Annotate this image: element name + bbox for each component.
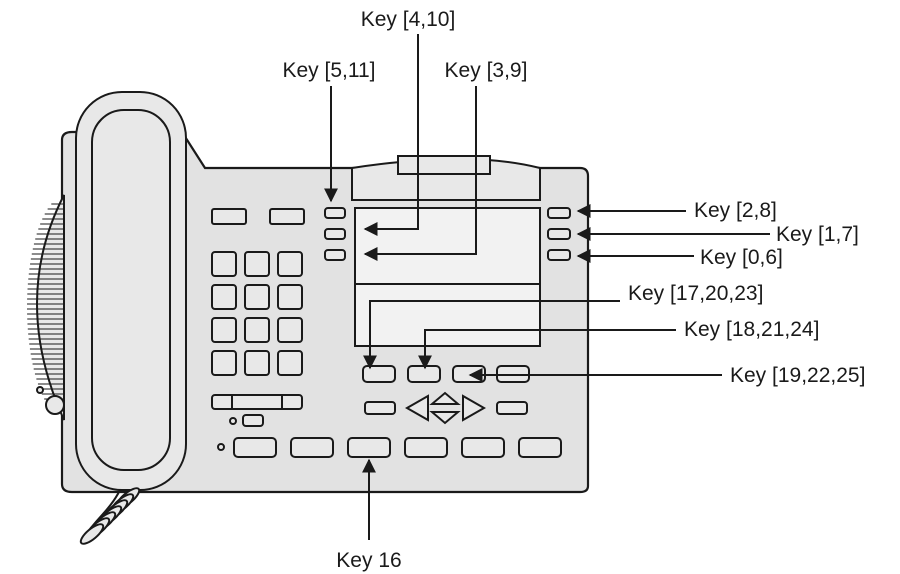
dial-key[interactable] xyxy=(277,350,303,376)
bottom-key-row[interactable] xyxy=(233,437,562,458)
handset-cord xyxy=(79,487,141,545)
nav-arrow-left[interactable] xyxy=(404,394,429,422)
label-key-5-11: Key [5,11] xyxy=(282,59,375,82)
line-key-3-9[interactable] xyxy=(324,249,346,261)
line-key-2-8[interactable] xyxy=(547,207,571,219)
display-screen xyxy=(354,207,541,347)
dial-key[interactable] xyxy=(211,251,237,277)
bottom-function-key[interactable] xyxy=(518,437,562,458)
nav-left-key[interactable] xyxy=(364,401,396,415)
indicator-dot xyxy=(45,395,65,415)
nav-arrow-down[interactable] xyxy=(429,411,461,425)
indicator-dot-small xyxy=(36,386,44,394)
dial-key[interactable] xyxy=(277,317,303,343)
dial-key[interactable] xyxy=(244,350,270,376)
handset xyxy=(75,91,187,536)
label-key-0-6: Key [0,6] xyxy=(700,246,783,269)
bottom-function-key[interactable] xyxy=(404,437,448,458)
soft-key-1[interactable] xyxy=(362,365,396,383)
volume-bar[interactable] xyxy=(211,394,303,410)
label-key-2-8: Key [2,8] xyxy=(694,199,777,222)
label-key-18-21-24: Key [18,21,24] xyxy=(684,318,819,341)
dial-key[interactable] xyxy=(244,284,270,310)
label-key-3-9: Key [3,9] xyxy=(445,59,528,82)
bottom-function-key[interactable] xyxy=(461,437,505,458)
cord-coil xyxy=(79,523,105,545)
dial-key[interactable] xyxy=(277,251,303,277)
bottom-function-key[interactable] xyxy=(290,437,334,458)
callouts xyxy=(324,34,770,540)
speaker-grille xyxy=(27,194,65,421)
nav-right-key[interactable] xyxy=(496,401,528,415)
bottom-indicator-dot xyxy=(217,443,225,451)
bottom-function-key[interactable] xyxy=(233,437,277,458)
line-key-4-10[interactable] xyxy=(324,228,346,240)
dial-key[interactable] xyxy=(211,317,237,343)
dial-key[interactable] xyxy=(244,251,270,277)
mute-indicator xyxy=(229,417,237,425)
mute-key[interactable] xyxy=(242,414,264,427)
nav-arrow-up[interactable] xyxy=(429,391,461,405)
display-flap-slot xyxy=(397,155,491,175)
soft-key-2[interactable] xyxy=(407,365,441,383)
label-key-16: Key 16 xyxy=(336,549,401,572)
label-key-4-10: Key [4,10] xyxy=(361,8,456,31)
line-key-1-7[interactable] xyxy=(547,228,571,240)
label-key-19-22-25: Key [19,22,25] xyxy=(730,364,865,387)
nav-arrow-right[interactable] xyxy=(462,394,487,422)
line-key-5-11[interactable] xyxy=(324,207,346,219)
dial-pad[interactable] xyxy=(211,251,303,376)
dial-key[interactable] xyxy=(211,350,237,376)
label-key-1-7: Key [1,7] xyxy=(776,223,859,246)
line-key-0-6[interactable] xyxy=(547,249,571,261)
dial-key[interactable] xyxy=(277,284,303,310)
bottom-function-key[interactable] xyxy=(347,437,391,458)
feature-key-left[interactable] xyxy=(211,208,247,225)
feature-key-right[interactable] xyxy=(269,208,305,225)
dial-key[interactable] xyxy=(211,284,237,310)
dial-key[interactable] xyxy=(244,317,270,343)
label-key-17-20-23: Key [17,20,23] xyxy=(628,282,763,305)
